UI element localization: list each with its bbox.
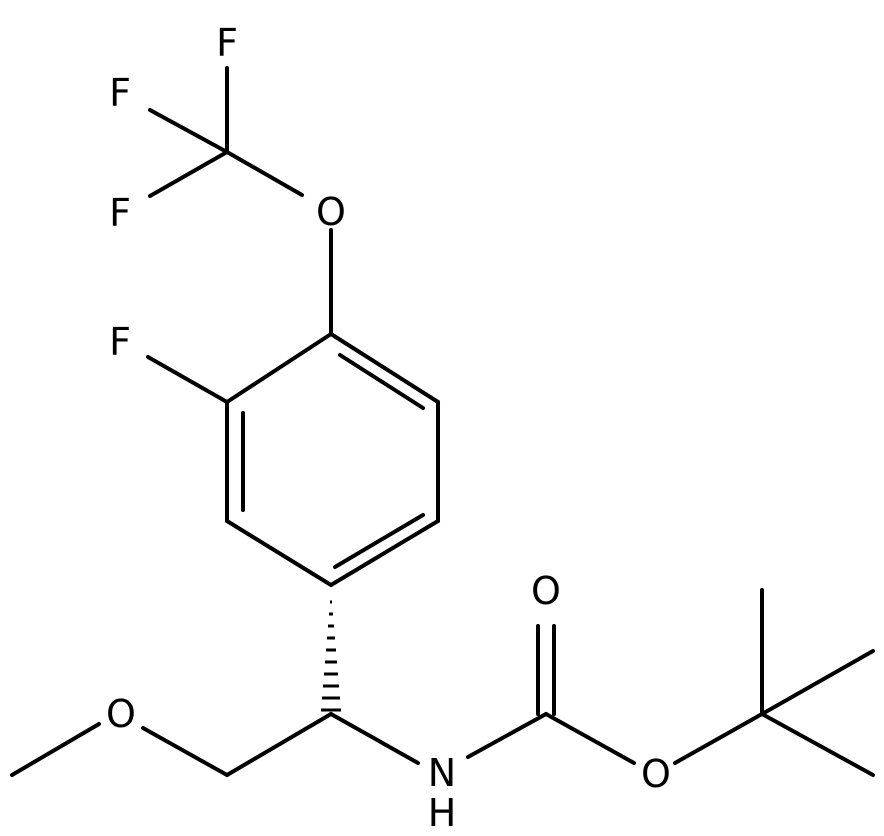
- atom-f-top: F: [216, 21, 238, 65]
- ring-bond-top-right-inner: [338, 353, 425, 410]
- ring-bond-bottom-left: [225, 519, 333, 587]
- atom-f-ring: F: [109, 320, 131, 364]
- ring-bond-top-right: [329, 332, 440, 404]
- bond-o-methyl: [10, 722, 101, 777]
- bond-cf3-f-left: [148, 108, 229, 154]
- atom-o-ester: O: [641, 752, 671, 796]
- bond-stereo-n: [329, 712, 420, 765]
- bond-ring-f: [146, 355, 229, 404]
- ring-bond-bottom-right-inner: [333, 513, 425, 569]
- ring-bond-top-left: [225, 332, 333, 404]
- ring-bond-bottom-right: [329, 519, 440, 587]
- bond-tbu-methyl-lower-right: [760, 712, 875, 777]
- bond-n-carbonyl: [466, 712, 548, 759]
- atom-f-left: F: [109, 71, 131, 115]
- stereo-hash-wedge: [321, 600, 341, 712]
- bond-cf3-f-lower: [148, 150, 229, 198]
- bond-oester-tbu: [673, 712, 764, 765]
- atom-o-ether: O: [316, 190, 346, 234]
- bond-stereo-ch2: [225, 712, 333, 777]
- atom-o-carbonyl: O: [531, 569, 561, 613]
- atom-o-methoxy: O: [106, 692, 136, 736]
- bond-tbu-methyl-upper-right: [760, 649, 875, 716]
- bond-cf3-o: [225, 150, 304, 197]
- bond-carbonyl-oester: [544, 712, 636, 765]
- bond-ch2-o: [141, 726, 229, 777]
- atom-f-lower: F: [109, 191, 131, 235]
